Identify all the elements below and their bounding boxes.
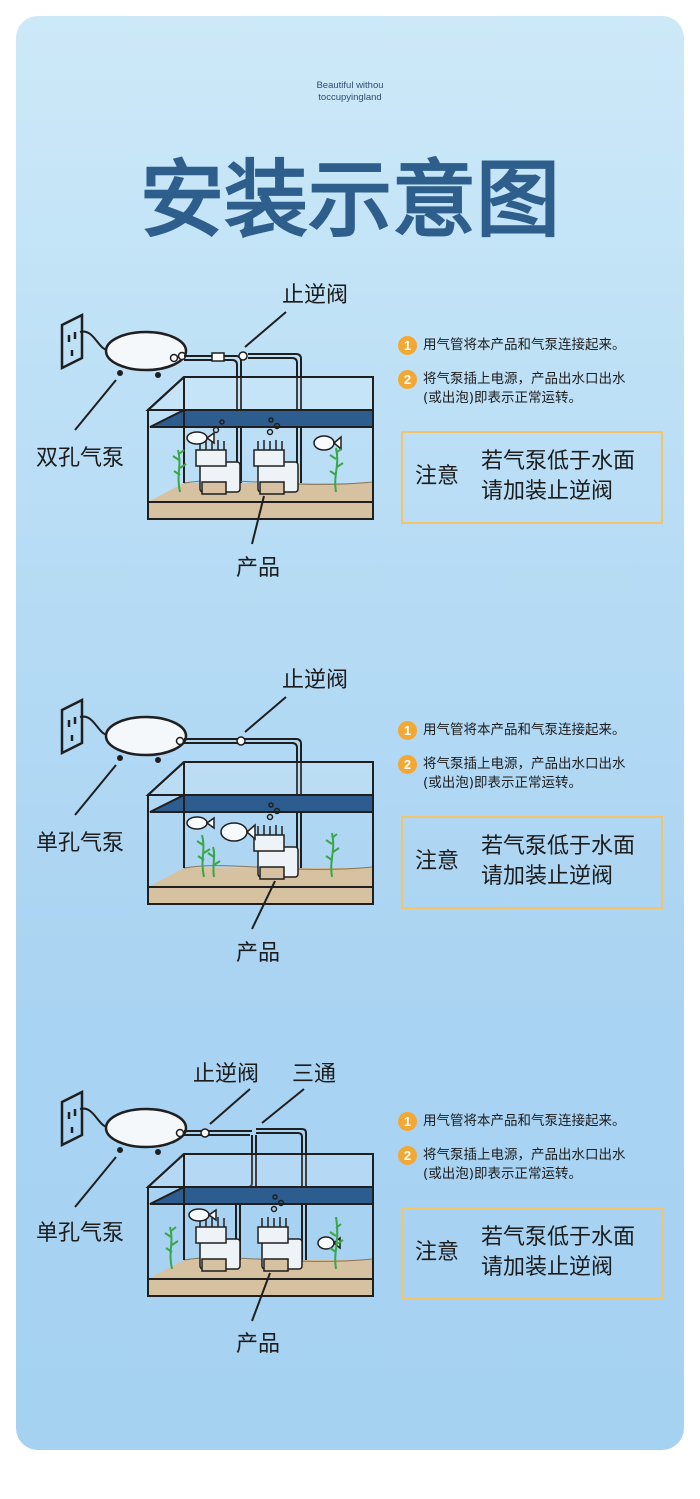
note-text: 若气泵低于水面 请加装止逆阀 [481, 832, 635, 892]
step-1: 1 用气管将本产品和气泵连接起来。 [398, 1112, 626, 1131]
step-2: 2 将气泵插上电源，产品出水口出水 (或出泡)即表示正常运转。 [398, 755, 626, 793]
step-2: 2 将气泵插上电源，产品出水口出水 (或出泡)即表示正常运转。 [398, 1146, 626, 1184]
step-2-line-2: (或出泡)即表示正常运转。 [423, 1166, 583, 1182]
check-valve-label: 止逆阀 [282, 283, 349, 308]
note-label: 注意 [415, 1240, 460, 1265]
plant-icon [164, 1216, 344, 1270]
step-number-1: 1 [398, 721, 417, 740]
aquarium-diagram-tee [60, 1088, 374, 1322]
aquarium-diagram-double [60, 311, 374, 545]
step-1-text: 用气管将本产品和气泵连接起来。 [423, 1113, 626, 1129]
note-label: 注意 [415, 464, 460, 489]
note-box: 注意 若气泵低于水面 请加装止逆阀 [401, 1207, 663, 1300]
socket-icon [60, 1089, 84, 1148]
product-label: 产品 [236, 556, 281, 581]
note-line-2: 请加装止逆阀 [481, 479, 614, 504]
plant-icon [172, 447, 344, 493]
air-pump-icon [104, 1107, 188, 1155]
tee-label: 三通 [292, 1062, 337, 1087]
note-text: 若气泵低于水面 请加装止逆阀 [481, 1223, 635, 1283]
step-number-2: 2 [398, 755, 417, 774]
section-double-pump: 止逆阀 双孔气泵 产品 1 用气管将本产品和气泵连接起来。 2 将气泵插上电源，… [0, 270, 700, 600]
step-number-2: 2 [398, 370, 417, 389]
product-filter-right [257, 1217, 303, 1272]
note-line-1: 若气泵低于水面 [481, 449, 636, 474]
product-filter-left [195, 1217, 241, 1272]
step-1-text: 用气管将本产品和气泵连接起来。 [423, 722, 626, 738]
fish-icon [186, 431, 342, 451]
section-single-pump-tee: 止逆阀 三通 单孔气泵 产品 1 用气管将本产品和气泵连接起来。 2 将气泵插上… [0, 1047, 700, 1377]
pump-label: 单孔气泵 [36, 1221, 125, 1246]
step-2: 2 将气泵插上电源，产品出水口出水 (或出泡)即表示正常运转。 [398, 370, 626, 408]
socket-icon [60, 312, 84, 371]
plant-icon [196, 832, 340, 878]
step-2-text: 将气泵插上电源，产品出水口出水 (或出泡)即表示正常运转。 [423, 370, 626, 408]
air-pump-icon [104, 715, 188, 763]
note-line-1: 若气泵低于水面 [481, 1225, 636, 1250]
step-1: 1 用气管将本产品和气泵连接起来。 [398, 721, 626, 740]
fish-tank [145, 761, 374, 905]
section-single-pump: 止逆阀 单孔气泵 产品 1 用气管将本产品和气泵连接起来。 2 将气泵插上电源，… [0, 655, 700, 985]
step-number-1: 1 [398, 1112, 417, 1131]
product-label: 产品 [236, 1332, 281, 1357]
step-2-line-2: (或出泡)即表示正常运转。 [423, 775, 583, 791]
note-line-2: 请加装止逆阀 [481, 1255, 614, 1280]
step-2-line-1: 将气泵插上电源，产品出水口出水 [423, 756, 626, 772]
pump-label: 单孔气泵 [36, 831, 125, 856]
step-2-text: 将气泵插上电源，产品出水口出水 (或出泡)即表示正常运转。 [423, 755, 626, 793]
step-2-line-1: 将气泵插上电源，产品出水口出水 [423, 1147, 626, 1163]
step-1: 1 用气管将本产品和气泵连接起来。 [398, 336, 626, 355]
tagline-line-1: Beautiful withou [316, 80, 384, 91]
aquarium-diagram-single [60, 696, 374, 930]
product-filter [253, 825, 299, 880]
product-filter-left [195, 440, 241, 495]
step-number-2: 2 [398, 1146, 417, 1165]
product-filter-right [253, 440, 299, 495]
check-valve-label: 止逆阀 [193, 1062, 260, 1087]
step-number-1: 1 [398, 336, 417, 355]
note-line-1: 若气泵低于水面 [481, 834, 636, 859]
note-box: 注意 若气泵低于水面 请加装止逆阀 [401, 816, 663, 909]
socket-icon [60, 697, 84, 756]
page-title: 安装示意图 [139, 151, 560, 249]
step-1-text: 用气管将本产品和气泵连接起来。 [423, 337, 626, 353]
note-line-2: 请加装止逆阀 [481, 864, 614, 889]
step-2-line-1: 将气泵插上电源，产品出水口出水 [423, 371, 626, 387]
product-label: 产品 [236, 941, 281, 966]
check-valve-label: 止逆阀 [282, 668, 349, 693]
note-box: 注意 若气泵低于水面 请加装止逆阀 [401, 431, 663, 524]
note-text: 若气泵低于水面 请加装止逆阀 [481, 447, 635, 507]
fish-icon [186, 816, 256, 842]
fish-tank [145, 376, 374, 520]
air-pump-icon [104, 330, 188, 378]
note-label: 注意 [415, 849, 460, 874]
tagline-line-2: toccupyingland [318, 92, 382, 103]
pump-label: 双孔气泵 [36, 446, 125, 471]
step-2-text: 将气泵插上电源，产品出水口出水 (或出泡)即表示正常运转。 [423, 1146, 626, 1184]
step-2-line-2: (或出泡)即表示正常运转。 [423, 390, 583, 406]
